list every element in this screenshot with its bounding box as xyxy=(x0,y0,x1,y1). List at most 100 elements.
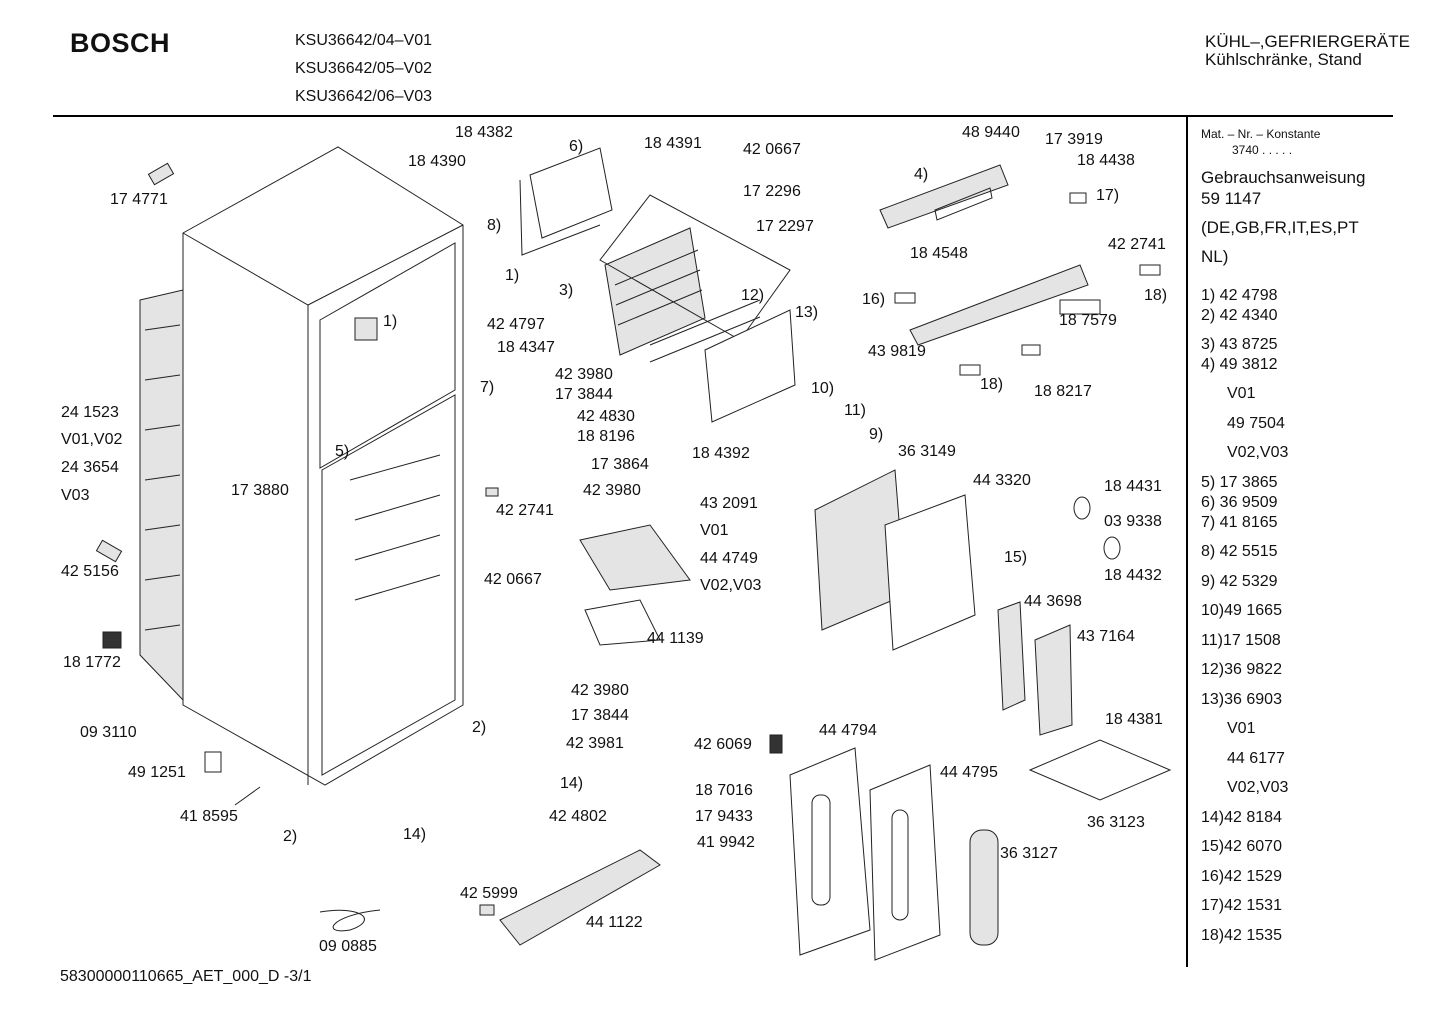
callout-439819: 43 9819 xyxy=(868,343,926,360)
document-id: 58300000110665_AET_000_D -3/1 xyxy=(60,968,312,985)
callout-425999: 42 5999 xyxy=(460,885,518,902)
hardware-drawing xyxy=(95,162,1121,932)
callout-173919: 17 3919 xyxy=(1045,131,1103,148)
parts-list-item: 18)42 1535 xyxy=(1201,927,1282,944)
callout-423980-c: 42 3980 xyxy=(571,682,629,699)
callout-489440: 48 9440 xyxy=(962,124,1020,141)
callout-444749: 44 4749 xyxy=(700,550,758,567)
callout-14-upper: 14) xyxy=(560,775,584,792)
callout-2-cabinet: 2) xyxy=(472,719,487,736)
callout-187579: 18 7579 xyxy=(1059,312,1117,329)
callout-441122: 44 1122 xyxy=(586,914,643,931)
parts-list-item: 13)36 6903 xyxy=(1201,691,1282,708)
callout-426069: 42 6069 xyxy=(694,736,752,753)
callout-12: 12) xyxy=(741,287,765,304)
callout-174771: 17 4771 xyxy=(110,191,168,208)
parts-list-item: 3) 43 8725 xyxy=(1201,336,1278,353)
callout-437164: 43 7164 xyxy=(1077,628,1135,645)
callout-18-right: 18) xyxy=(1144,287,1168,304)
parts-list-item: 4) 49 3812 xyxy=(1201,356,1278,373)
door-panels-drawing xyxy=(789,469,999,961)
callout-424797: 42 4797 xyxy=(487,316,545,333)
callout-424830: 42 4830 xyxy=(577,408,635,425)
callout-093110: 09 3110 xyxy=(80,724,137,741)
category-line-1: KÜHL–,GEFRIERGERÄTE xyxy=(1205,32,1410,51)
parts-list-item: 6) 36 9509 xyxy=(1201,494,1278,511)
callout-491251: 49 1251 xyxy=(128,764,186,781)
callout-424802: 42 4802 xyxy=(549,808,607,825)
callout-187016: 18 7016 xyxy=(695,782,753,799)
callout-181772: 18 1772 xyxy=(63,654,121,671)
callout-423981: 42 3981 xyxy=(566,735,624,752)
category-title: KÜHL–,GEFRIERGERÄTE Kühlschränke, Stand xyxy=(1205,33,1410,69)
manual-title: Gebrauchsanweisung xyxy=(1201,168,1366,187)
callout-184391: 18 4391 xyxy=(644,135,702,152)
callout-172297: 17 2297 xyxy=(756,218,814,235)
callout-422741-top: 42 2741 xyxy=(1108,236,1166,253)
parts-list-item: V02,V03 xyxy=(1227,444,1289,461)
callout-422741-bottom: 42 2741 xyxy=(496,502,554,519)
callout-363149: 36 3149 xyxy=(898,443,956,460)
callout-420667-bottom: 42 0667 xyxy=(484,571,542,588)
callout-14-lower: 14) xyxy=(403,826,427,843)
callout-179433: 17 9433 xyxy=(695,808,753,825)
parts-list-item: 49 7504 xyxy=(1227,415,1285,432)
evaporator-drawing xyxy=(519,147,796,423)
parts-list-item: 2) 42 4340 xyxy=(1201,307,1278,324)
callout-172296: 17 2296 xyxy=(743,183,801,200)
callout-184431: 18 4431 xyxy=(1104,478,1162,495)
mat-value: 3740 . . . . . xyxy=(1232,143,1293,157)
brand-logo: BOSCH xyxy=(70,28,171,58)
callout-6: 6) xyxy=(569,138,584,155)
callout-423980-a: 42 3980 xyxy=(555,366,613,383)
callout-v02-v03-shelf: V02,V03 xyxy=(700,577,762,594)
callout-441139: 44 1139 xyxy=(647,630,704,647)
door-bins-drawing xyxy=(499,524,1172,946)
parts-list-item: 11)17 1508 xyxy=(1201,632,1281,649)
callout-241523: 24 1523 xyxy=(61,404,119,421)
callout-v01-shelf: V01 xyxy=(700,522,729,539)
parts-list-item: 15)42 6070 xyxy=(1201,838,1282,855)
parts-list-item: 9) 42 5329 xyxy=(1201,573,1278,590)
callout-420667-top: 42 0667 xyxy=(743,141,801,158)
parts-list-item: 14)42 8184 xyxy=(1201,809,1282,826)
callout-184381: 18 4381 xyxy=(1105,711,1163,728)
callout-184347: 18 4347 xyxy=(497,339,555,356)
callout-039338: 03 9338 xyxy=(1104,513,1162,530)
callout-v01-v02-left: V01,V02 xyxy=(61,431,123,448)
callout-5: 5) xyxy=(335,443,350,460)
model-number-2: KSU36642/05–V02 xyxy=(295,60,432,77)
mat-heading: Mat. – Nr. – Konstante xyxy=(1201,127,1321,141)
parts-list-item: 1) 42 4798 xyxy=(1201,287,1278,304)
fridge-cabinet-drawing xyxy=(139,146,464,786)
parts-list-item: 17)42 1531 xyxy=(1201,897,1282,914)
callout-v03-left: V03 xyxy=(61,487,90,504)
callout-13: 13) xyxy=(795,304,819,321)
callout-7: 7) xyxy=(480,379,495,396)
callout-11: 11) xyxy=(844,402,866,419)
parts-list-item: 8) 42 5515 xyxy=(1201,543,1278,560)
callout-188217: 18 8217 xyxy=(1034,383,1092,400)
callout-8: 8) xyxy=(487,217,502,234)
callout-184382: 18 4382 xyxy=(455,124,513,141)
callout-2-lower: 2) xyxy=(283,828,298,845)
callout-443320: 44 3320 xyxy=(973,472,1031,489)
callout-363123: 36 3123 xyxy=(1087,814,1145,831)
callout-432091: 43 2091 xyxy=(700,495,758,512)
callout-090885: 09 0885 xyxy=(319,938,377,955)
callout-10: 10) xyxy=(811,380,835,397)
callout-423980-b: 42 3980 xyxy=(583,482,641,499)
callout-184390: 18 4390 xyxy=(408,153,466,170)
callout-173864: 17 3864 xyxy=(591,456,649,473)
callout-9: 9) xyxy=(869,426,884,443)
parts-list-item: 16)42 1529 xyxy=(1201,868,1282,885)
category-line-2: Kühlschränke, Stand xyxy=(1205,50,1362,69)
callout-419942: 41 9942 xyxy=(697,834,755,851)
model-number-1: KSU36642/04–V01 xyxy=(295,32,432,49)
callout-15: 15) xyxy=(1004,549,1028,566)
parts-list-item: V02,V03 xyxy=(1227,779,1289,796)
parts-list-item: V01 xyxy=(1227,720,1256,737)
languages-line-2: NL) xyxy=(1201,247,1229,266)
callout-188196: 18 8196 xyxy=(577,428,635,445)
